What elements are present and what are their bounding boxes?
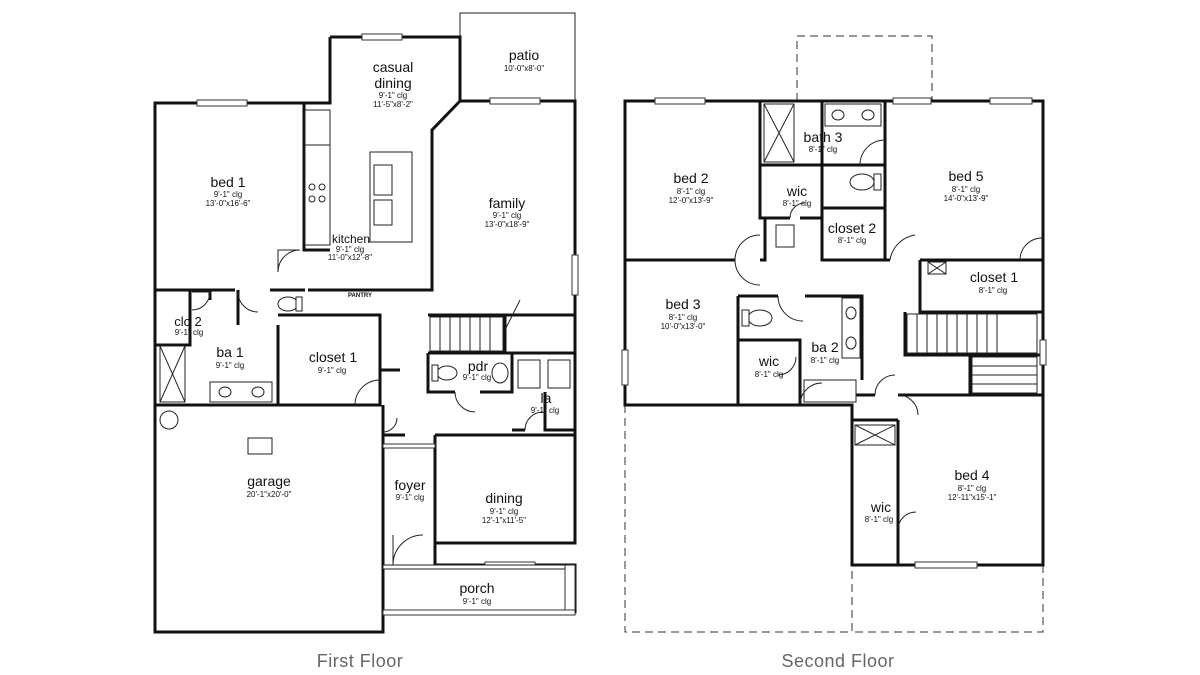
bed2-bed3-wall bbox=[625, 218, 767, 262]
bed2-name: bed 2 bbox=[673, 170, 708, 186]
garage-size: 20'-1"x20'-0" bbox=[247, 490, 292, 499]
porch-rail bbox=[382, 564, 566, 570]
closet2-name: closet 2 bbox=[828, 220, 876, 236]
closet1-sf-wall bbox=[918, 258, 1043, 314]
first-floor-exterior-wall bbox=[153, 35, 577, 634]
first-floor-doors bbox=[191, 249, 544, 566]
bed4-name: bed 4 bbox=[954, 467, 989, 483]
first-floor-stairs bbox=[429, 299, 521, 352]
bath3-fixtures bbox=[763, 103, 947, 275]
kitchen-name: kitchen bbox=[332, 232, 370, 246]
wic-a-wall bbox=[760, 163, 824, 220]
ba1-clg: 9'-1" clg bbox=[216, 361, 244, 370]
second-floor-doors bbox=[734, 139, 1043, 531]
wic-c-name: wic bbox=[870, 499, 891, 515]
closet1-name: closet 1 bbox=[309, 349, 357, 365]
second-floor-exterior-wall bbox=[623, 99, 1045, 567]
pdr-wall bbox=[426, 351, 575, 432]
bed1-wall bbox=[302, 101, 330, 252]
bed2-size: 12'-0"x13'-9" bbox=[669, 196, 714, 205]
stair-wall-sf bbox=[903, 312, 1043, 395]
ba1-fixtures bbox=[159, 296, 303, 455]
pantry-label: PANTRY bbox=[348, 293, 372, 299]
kitchen-counters bbox=[304, 109, 413, 246]
second-floor-plan bbox=[621, 35, 1047, 633]
bed3-name: bed 3 bbox=[665, 296, 700, 312]
family-wall bbox=[308, 99, 462, 292]
clo2-name: clo 2 bbox=[174, 314, 201, 329]
dining-clg: 9'-1" clg bbox=[490, 507, 518, 516]
pdr-clg: 9'-1" clg bbox=[463, 373, 491, 382]
family-name: family bbox=[489, 195, 526, 211]
casual-dining-name-1: casual bbox=[373, 59, 413, 75]
first-floor-labels: casual dining 9'-1" clg 11'-5"x8'-2" pat… bbox=[174, 47, 559, 606]
patio-size: 10'-0"x8'-0" bbox=[504, 64, 544, 73]
clo2-clg: 9'-1" clg bbox=[175, 328, 203, 337]
bed1-name: bed 1 bbox=[210, 174, 245, 190]
stair-wall bbox=[428, 313, 575, 353]
bed1-size: 13'-0"x16'-6" bbox=[206, 199, 251, 208]
closet1-sf-clg: 8'-1" clg bbox=[979, 286, 1007, 295]
dining-size: 12'-1"x11'-5" bbox=[482, 516, 526, 525]
bath3-clg: 8'-1" clg bbox=[809, 145, 837, 154]
la-name: la bbox=[541, 390, 552, 406]
closet1-clg: 9'-1" clg bbox=[318, 366, 346, 375]
wic-c-clg: 8'-1" clg bbox=[865, 515, 893, 524]
ba1-name: ba 1 bbox=[216, 344, 243, 360]
bed5-size: 14'-0"x13'-9" bbox=[944, 194, 989, 203]
kitchen-clg: 9'-1" clg bbox=[336, 245, 364, 254]
bed2-clg: 8'-1" clg bbox=[677, 187, 705, 196]
wic-b-clg: 8'-1" clg bbox=[755, 370, 783, 379]
porch-clg: 9'-1" clg bbox=[463, 597, 491, 606]
dining-name: dining bbox=[485, 490, 522, 506]
ba2-fixtures bbox=[741, 297, 896, 446]
bed5-name: bed 5 bbox=[948, 168, 983, 184]
garage-name: garage bbox=[247, 473, 291, 489]
foyer-name: foyer bbox=[394, 477, 425, 493]
bath3-name: bath 3 bbox=[804, 129, 843, 145]
casual-dining-name-2: dining bbox=[374, 75, 411, 91]
bed1-clg: 9'-1" clg bbox=[214, 190, 242, 199]
foyer-clg: 9'-1" clg bbox=[396, 493, 424, 502]
pdr-fixtures bbox=[431, 359, 571, 389]
bed4-clg: 8'-1" clg bbox=[958, 484, 986, 493]
dining-wall bbox=[381, 433, 575, 543]
bed3-wall bbox=[736, 294, 864, 405]
second-floor-labels: bath 3 8'-1" clg bed 2 8'-1" clg 12'-0"x… bbox=[661, 129, 1019, 524]
kitchen-size: 11'-0"x12'-8" bbox=[328, 253, 372, 262]
wic-a-clg: 8'-1" clg bbox=[783, 199, 811, 208]
closet2-clg: 8'-1" clg bbox=[838, 236, 866, 245]
bed5-wall bbox=[883, 101, 890, 262]
patio-name: patio bbox=[509, 47, 540, 63]
bed3-clg: 8'-1" clg bbox=[669, 313, 697, 322]
second-floor-dashed-outline bbox=[624, 35, 1044, 633]
bed4-size: 12'-11"x15'-1" bbox=[948, 493, 997, 502]
family-size: 13'-0"x18'-9" bbox=[485, 220, 530, 229]
casual-dining-clg: 9'-1" clg bbox=[379, 91, 407, 100]
second-floor-stairs bbox=[906, 313, 1038, 394]
porch-name: porch bbox=[459, 580, 494, 596]
second-floor-windows bbox=[621, 97, 1047, 569]
family-clg: 9'-1" clg bbox=[493, 211, 521, 220]
wic-a-name: wic bbox=[786, 183, 807, 199]
la-clg: 9'-1" clg bbox=[531, 406, 559, 415]
ba2-clg: 8'-1" clg bbox=[811, 356, 839, 365]
ba2-wall bbox=[738, 338, 802, 405]
bed5-clg: 8'-1" clg bbox=[952, 185, 980, 194]
casual-dining-size: 11'-5"x8'-2" bbox=[373, 100, 413, 109]
first-floor-windows bbox=[196, 33, 579, 616]
second-floor-caption: Second Floor bbox=[781, 651, 894, 671]
closet1-sf-name: closet 1 bbox=[970, 269, 1018, 285]
wic-b-name: wic bbox=[758, 353, 779, 369]
first-floor-plan bbox=[153, 12, 579, 634]
pdr-name: pdr bbox=[468, 358, 489, 374]
first-floor-caption: First Floor bbox=[317, 651, 404, 671]
bed3-size: 10'-0"x13'-0" bbox=[661, 322, 706, 331]
ba2-name: ba 2 bbox=[811, 339, 838, 355]
